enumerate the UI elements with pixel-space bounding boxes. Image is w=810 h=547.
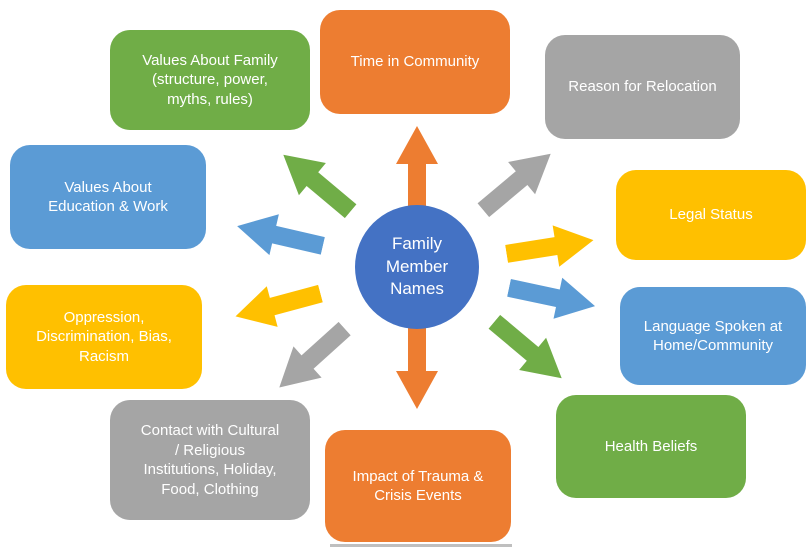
arrow-to-values-about-education-icon bbox=[237, 214, 325, 256]
arrow-to-impact-of-trauma-icon bbox=[396, 321, 438, 409]
arrow-to-time-in-community-icon bbox=[396, 126, 438, 214]
node-oppression-discrimination-bias-racism: Oppression, Discrimination, Bias, Racism bbox=[6, 285, 202, 389]
node-legal-status: Legal Status bbox=[616, 170, 806, 260]
node-time-in-community: Time in Community bbox=[320, 10, 510, 114]
arrow-to-health-beliefs-icon bbox=[488, 314, 562, 379]
arrow-shape bbox=[235, 284, 323, 327]
arrow-shape bbox=[279, 321, 351, 388]
node-label: Legal Status bbox=[669, 206, 753, 224]
node-label: Reason for Relocation bbox=[568, 78, 717, 96]
node-impact-of-trauma-crisis-events: Impact of Trauma & Crisis Events bbox=[325, 430, 511, 542]
arrow-shape bbox=[283, 154, 357, 219]
arrow-shape bbox=[488, 314, 562, 379]
node-contact-with-cultural-religious-institutions: Contact with Cultural / Religious Instit… bbox=[110, 400, 310, 520]
arrow-to-legal-status-icon bbox=[505, 225, 594, 267]
arrow-shape bbox=[237, 214, 325, 256]
arrow-to-reason-for-relocation-icon bbox=[477, 153, 551, 218]
center-family-member-names: Family Member Names bbox=[355, 205, 479, 329]
node-language-spoken-at-home-community: Language Spoken at Home/Community bbox=[620, 287, 806, 385]
node-label: Contact with Cultural / Religious Instit… bbox=[140, 422, 280, 498]
node-values-about-family: Values About Family (structure, power, m… bbox=[110, 30, 310, 130]
center-label: Family Member Names bbox=[385, 233, 449, 299]
arrow-to-contact-cultural-icon bbox=[279, 321, 351, 388]
node-health-beliefs: Health Beliefs bbox=[556, 395, 746, 498]
node-label: Language Spoken at Home/Community bbox=[643, 317, 783, 355]
arrow-shape bbox=[396, 321, 438, 409]
node-reason-for-relocation: Reason for Relocation bbox=[545, 35, 740, 139]
node-label: Health Beliefs bbox=[604, 437, 698, 455]
node-label: Time in Community bbox=[350, 53, 480, 71]
node-label: Values About Family (structure, power, m… bbox=[142, 51, 278, 108]
node-values-about-education-work: Values About Education & Work bbox=[10, 145, 206, 249]
arrow-shape bbox=[507, 277, 596, 319]
arrow-to-oppression-icon bbox=[235, 284, 323, 327]
node-label: Oppression, Discrimination, Bias, Racism bbox=[36, 308, 172, 365]
node-label: Values About Education & Work bbox=[48, 178, 168, 216]
arrow-shape bbox=[477, 153, 551, 218]
arrow-to-language-spoken-icon bbox=[507, 277, 596, 319]
bottom-edge-line bbox=[330, 544, 512, 547]
arrow-shape bbox=[505, 225, 594, 267]
node-label: Impact of Trauma & Crisis Events bbox=[352, 467, 484, 505]
arrow-shape bbox=[396, 126, 438, 214]
arrow-to-values-about-family-icon bbox=[283, 154, 357, 219]
